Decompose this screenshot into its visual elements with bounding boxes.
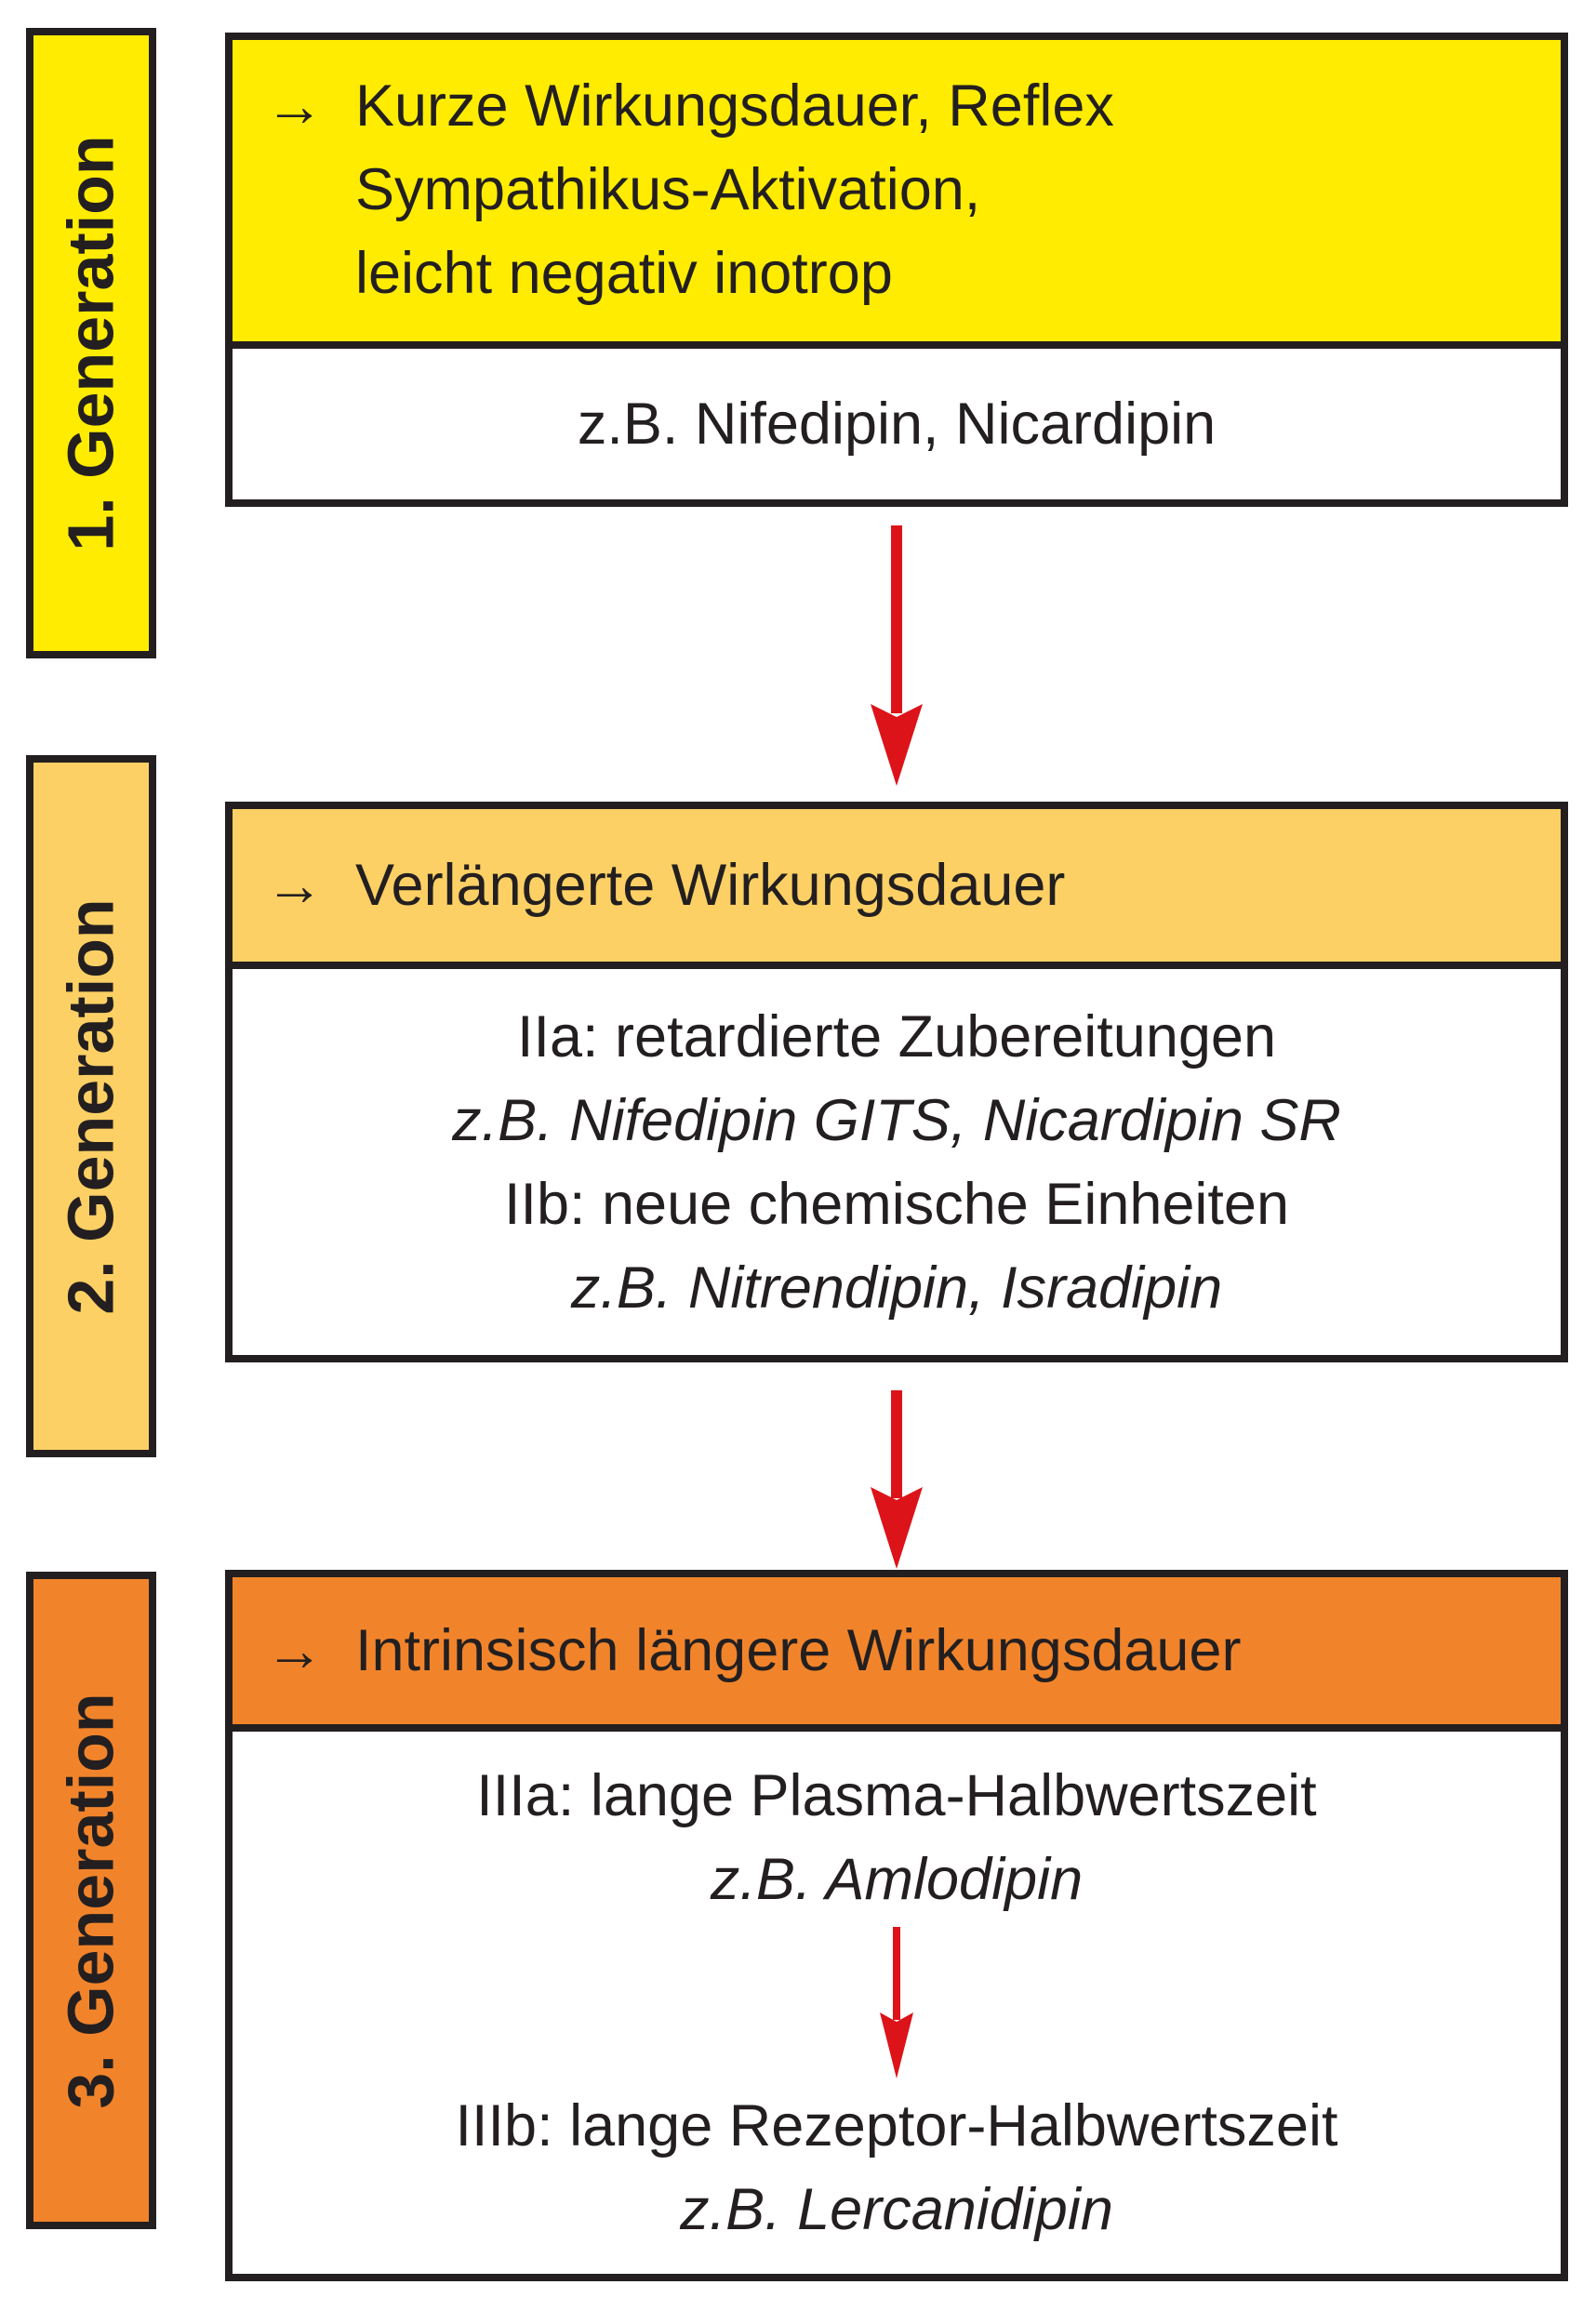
box-2-line-IIa-examples: z.B. Nifedipin GITS, Nicardipin SR: [452, 1087, 1341, 1153]
arrow-right-marker: →: [265, 1618, 324, 1683]
box-2-line-IIa: IIa: retardierte Zubereitungen: [517, 1003, 1276, 1069]
generation-2-label: 2. Generation: [55, 897, 127, 1315]
box-3-header-text: Intrinsisch längere Wirkungsdauer: [355, 1618, 1242, 1683]
box-generation-1: → Kurze Wirkungsdauer, Reflex Sympathiku…: [225, 33, 1568, 507]
box-3-body: IIIa: lange Plasma-Halbwertszeit z.B. Am…: [233, 1732, 1561, 2274]
flow-arrow-3-icon: [880, 1927, 913, 2079]
arrow-right-marker: →: [265, 853, 324, 918]
box-3-header: → Intrinsisch längere Wirkungsdauer: [233, 1577, 1561, 1732]
box-3-line-IIIa: IIIa: lange Plasma-Halbwertszeit: [476, 1763, 1317, 1828]
box-3-line-IIIb-example: z.B. Lercanidipin: [680, 2177, 1113, 2242]
box-1-example-line: z.B. Nifedipin, Nicardipin: [577, 392, 1217, 457]
box-2-header-text: Verlängerte Wirkungsdauer: [355, 853, 1066, 918]
arrow-right-marker: →: [265, 73, 324, 139]
box-1-header: → Kurze Wirkungsdauer, Reflex Sympathiku…: [233, 40, 1561, 349]
generation-1-label: 1. Generation: [55, 135, 127, 551]
box-2-header: → Verlängerte Wirkungsdauer: [233, 809, 1561, 969]
box-2-line-IIb: IIb: neue chemische Einheiten: [503, 1171, 1290, 1237]
box-3-line-IIIa-example: z.B. Amlodipin: [710, 1847, 1084, 1912]
generation-3-label: 3. Generation: [55, 1692, 127, 2109]
sidebar-generation-2: 2. Generation: [26, 755, 156, 1457]
flow-arrow-1-icon: [871, 525, 923, 786]
box-2-line-IIb-examples: z.B. Nitrendipin, Isradipin: [570, 1255, 1223, 1321]
box-generation-3: → Intrinsisch längere Wirkungsdauer IIIa…: [225, 1570, 1568, 2281]
sidebar-generation-1: 1. Generation: [26, 28, 156, 658]
sidebar-generation-3: 3. Generation: [26, 1572, 156, 2229]
box-2-body: IIa: retardierte Zubereitungen z.B. Nife…: [233, 969, 1561, 1355]
flow-arrow-2-icon: [871, 1390, 923, 1569]
box-3-line-IIIb: IIIb: lange Rezeptor-Halbwertszeit: [455, 2093, 1338, 2158]
box-1-header-text: Kurze Wirkungsdauer, Reflex Sympathikus-…: [355, 73, 1114, 306]
box-1-body: z.B. Nifedipin, Nicardipin: [233, 349, 1561, 499]
box-generation-2: → Verlängerte Wirkungsdauer IIa: retardi…: [225, 802, 1568, 1362]
